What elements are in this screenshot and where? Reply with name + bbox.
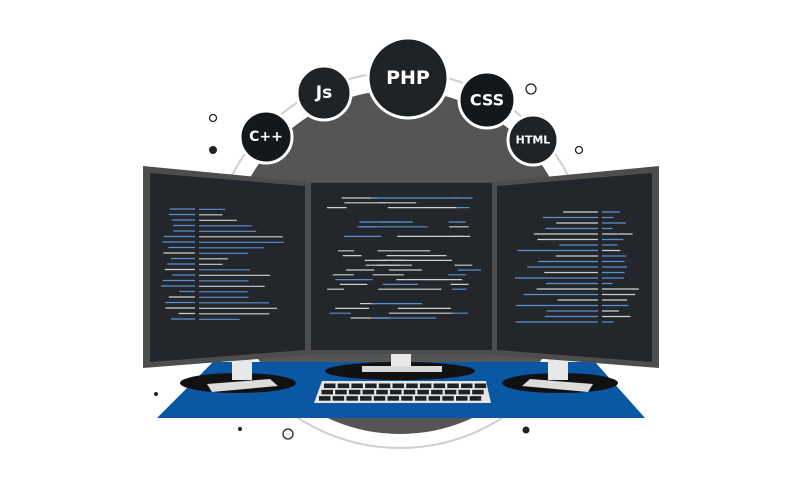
keyboard-key <box>337 383 350 389</box>
monitor-center <box>305 182 497 354</box>
monitor-stand-left <box>207 355 278 392</box>
keyboard-key <box>362 389 375 395</box>
keyboard-key <box>447 383 459 389</box>
keyboard-key <box>376 389 388 395</box>
dot <box>209 146 217 154</box>
keyboard-key <box>442 396 454 401</box>
keyboard-key <box>346 396 358 401</box>
keyboard-key <box>335 389 347 395</box>
screen-center <box>311 183 492 350</box>
badge-js: Js <box>295 64 353 122</box>
keyboard-key <box>324 383 336 389</box>
keyboard-key <box>472 389 484 395</box>
keyboard-key <box>348 389 361 395</box>
badge-css: CSS <box>457 70 517 130</box>
keyboard-key <box>387 396 399 401</box>
badge-label: PHP <box>386 67 430 89</box>
keyboard-key <box>378 383 391 389</box>
keyboard <box>314 381 491 403</box>
keyboard-key <box>360 396 372 401</box>
dot-ring <box>574 145 584 155</box>
badge-label: Js <box>315 83 332 103</box>
dot <box>522 426 530 434</box>
keyboard-key <box>321 389 333 395</box>
keyboard-key <box>458 389 470 395</box>
screen-left <box>150 173 305 362</box>
keyboard-key <box>365 383 377 389</box>
keyboard-key <box>469 396 482 401</box>
keyboard-key <box>417 389 429 395</box>
monitor-left <box>143 166 309 368</box>
keyboard-key <box>431 389 443 395</box>
dot-ring <box>525 83 537 95</box>
badge-label: C++ <box>249 129 283 145</box>
dot-ring <box>282 428 294 440</box>
dot <box>238 427 242 431</box>
badge-html: HTML <box>506 113 560 167</box>
keyboard-key <box>319 396 331 401</box>
monitor-stand-right <box>522 355 593 392</box>
keyboard-key <box>390 389 402 395</box>
badge-label: CSS <box>470 91 504 110</box>
keyboard-key <box>461 383 473 389</box>
badge-cpp: C++ <box>238 109 294 165</box>
keyboard-key <box>433 383 446 389</box>
keyboard-key <box>406 383 418 389</box>
keyboard-key <box>428 396 441 401</box>
keyboard-key <box>456 396 468 401</box>
monitor-stand-center <box>362 352 442 372</box>
dot-ring <box>208 113 218 123</box>
keyboard-key <box>351 383 363 389</box>
code-lines <box>160 197 639 323</box>
keyboard-key <box>403 389 416 395</box>
keyboard-key <box>474 383 487 389</box>
badge-label: HTML <box>516 134 551 147</box>
keyboard-key <box>401 396 413 401</box>
keyboard-key <box>373 396 386 401</box>
keyboard-key <box>332 396 345 401</box>
keyboard-key <box>414 396 427 401</box>
keyboard-key <box>392 383 404 389</box>
dot <box>154 392 158 396</box>
keyboard-key <box>444 389 457 395</box>
keyboard-key <box>419 383 432 389</box>
badge-php: PHP <box>366 36 450 120</box>
